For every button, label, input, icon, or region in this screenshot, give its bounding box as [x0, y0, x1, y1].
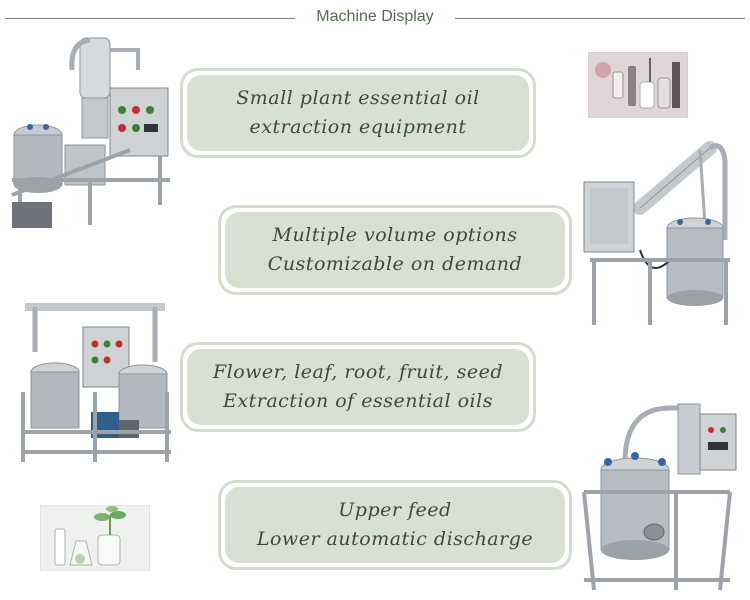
feature-1-line-1: Small plant essential oil	[236, 87, 480, 109]
feature-1-line-2: extraction equipment	[249, 116, 467, 138]
feature-card-4: Upper feed Lower automatic discharge	[218, 480, 572, 570]
essential-oil-bottles-image-bottom	[40, 505, 150, 571]
essential-oil-machine-image-3	[15, 292, 175, 472]
feature-2-line-1: Multiple volume options	[272, 224, 518, 246]
essential-oil-machine-image-4	[580, 400, 740, 595]
feature-card-2: Multiple volume options Customizable on …	[218, 205, 572, 295]
feature-card-3: Flower, leaf, root, fruit, seed Extracti…	[180, 342, 536, 432]
section-title: Machine Display	[316, 8, 434, 25]
feature-card-1: Small plant essential oil extraction equ…	[180, 68, 536, 158]
header-line-right	[455, 18, 745, 19]
feature-3-line-2: Extraction of essential oils	[223, 390, 493, 412]
essential-oil-machine-image-2	[580, 130, 735, 330]
essential-oil-machine-image-1	[10, 30, 175, 230]
feature-4-line-1: Upper feed	[338, 499, 452, 521]
feature-4-line-2: Lower automatic discharge	[256, 528, 534, 550]
essential-oil-bottles-image-top	[588, 52, 688, 118]
feature-3-line-1: Flower, leaf, root, fruit, seed	[212, 361, 504, 383]
feature-2-line-2: Customizable on demand	[267, 253, 523, 275]
header-line-left	[5, 18, 295, 19]
